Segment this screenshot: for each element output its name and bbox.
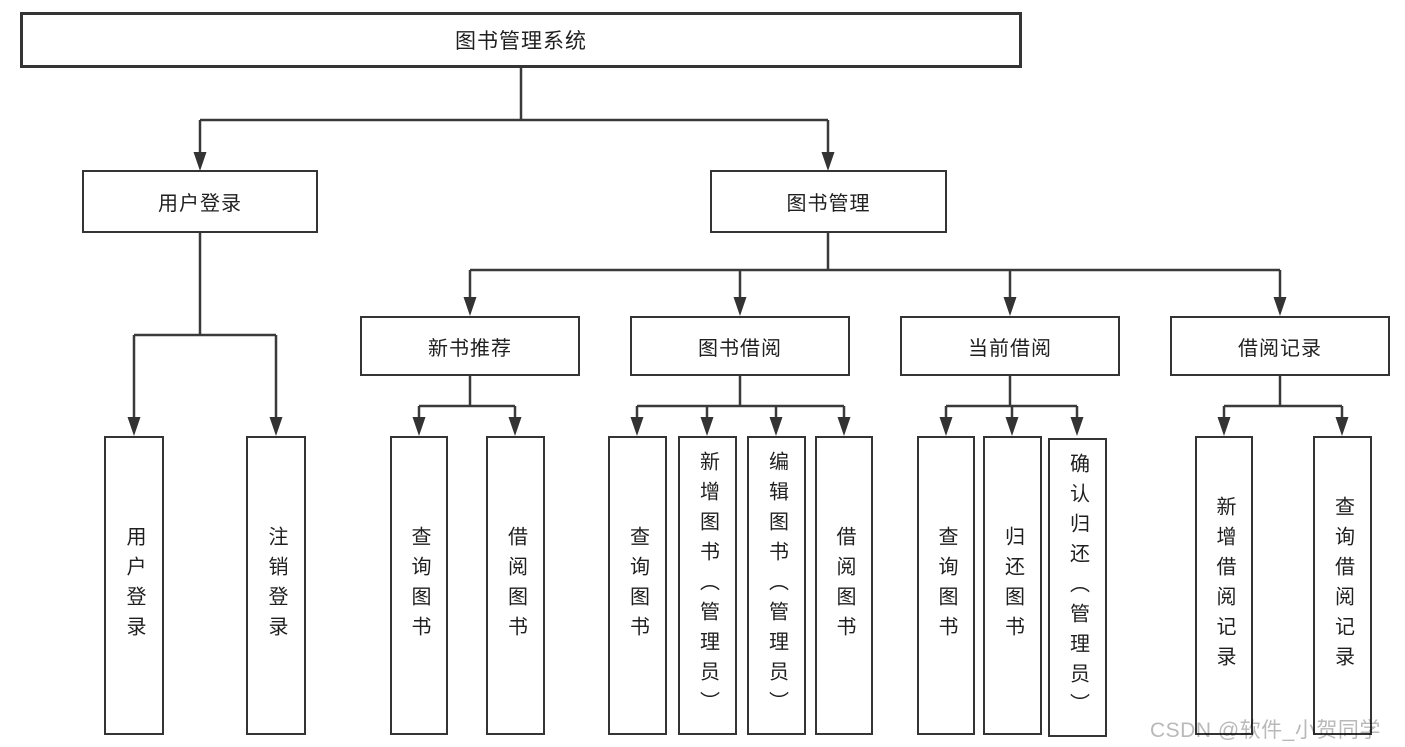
leaf-return-books: 归还图书 bbox=[983, 436, 1042, 735]
node-label: 借阅记录 bbox=[1238, 337, 1322, 360]
node-book-management: 图书管理 bbox=[710, 170, 947, 233]
leaf-query-books-borrow: 查询图书 bbox=[608, 436, 667, 735]
node-user-login: 用户登录 bbox=[82, 170, 318, 233]
node-label: 注销登录 bbox=[265, 525, 287, 646]
connector-root-to-level2 bbox=[198, 68, 830, 160]
leaf-query-borrow-record: 查询借阅记录 bbox=[1313, 436, 1372, 735]
node-label: 图书管理 bbox=[786, 193, 871, 215]
leaf-edit-books-admin: 编辑图书（管理员） bbox=[747, 436, 806, 735]
connector-records-branch bbox=[1222, 376, 1344, 425]
node-borrowing-records: 借阅记录 bbox=[1170, 316, 1390, 376]
node-label: 新增图书（管理员） bbox=[696, 450, 719, 721]
node-label: 查询图书 bbox=[935, 525, 957, 646]
leaf-query-books-recommend: 查询图书 bbox=[390, 436, 448, 735]
node-label: 用户登录 bbox=[123, 525, 145, 646]
node-label: 新书推荐 bbox=[428, 337, 512, 360]
node-label: 查询借阅记录 bbox=[1331, 495, 1354, 676]
node-label: 当前借阅 bbox=[968, 337, 1052, 360]
node-label: 归还图书 bbox=[1001, 525, 1024, 646]
leaf-add-borrow-record: 新增借阅记录 bbox=[1195, 436, 1253, 735]
node-label: 借阅图书 bbox=[504, 525, 527, 646]
connector-recommend-branch bbox=[417, 376, 517, 425]
connector-mgmt-branch bbox=[468, 233, 1282, 305]
node-new-book-recommend: 新书推荐 bbox=[360, 316, 580, 376]
node-label: 查询图书 bbox=[626, 525, 649, 646]
leaf-query-books-current: 查询图书 bbox=[917, 436, 975, 735]
node-label: 查询图书 bbox=[408, 525, 430, 646]
connector-current-branch bbox=[944, 376, 1079, 425]
arrowhead-icons bbox=[127, 152, 1349, 436]
node-label: 编辑图书（管理员） bbox=[765, 450, 788, 721]
leaf-add-books-admin: 新增图书（管理员） bbox=[678, 436, 737, 735]
node-label: 图书借阅 bbox=[698, 337, 782, 360]
leaf-borrow-books-borrow: 借阅图书 bbox=[815, 436, 873, 735]
leaf-borrow-books-recommend: 借阅图书 bbox=[486, 436, 545, 735]
node-current-borrowing: 当前借阅 bbox=[900, 316, 1120, 376]
node-library-management-system: 图书管理系统 bbox=[20, 12, 1022, 68]
node-label: 新增借阅记录 bbox=[1213, 495, 1235, 676]
csdn-watermark: CSDN @软件_小贺同学 bbox=[1150, 719, 1381, 742]
connector-login-branch bbox=[132, 233, 278, 425]
node-label: 用户登录 bbox=[158, 193, 242, 215]
node-label: 图书管理系统 bbox=[455, 30, 587, 53]
connector-borrow-branch bbox=[635, 376, 846, 425]
leaf-confirm-return-admin: 确认归还（管理员） bbox=[1048, 438, 1107, 737]
node-label: 借阅图书 bbox=[833, 525, 855, 646]
leaf-logout: 注销登录 bbox=[246, 436, 306, 735]
node-label: 确认归还（管理员） bbox=[1066, 452, 1089, 723]
leaf-user-login: 用户登录 bbox=[104, 436, 164, 735]
node-book-borrowing: 图书借阅 bbox=[630, 316, 850, 376]
